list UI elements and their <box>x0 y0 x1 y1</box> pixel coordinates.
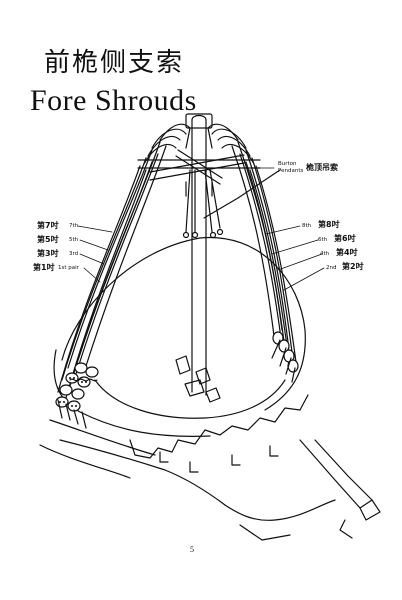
deck-outline <box>39 236 381 541</box>
right-label-8-en: 8th <box>302 223 312 229</box>
burton-pendants-label-cn: 桅顶吊索 <box>306 163 338 172</box>
right-label-8-cn: 第8吋 <box>318 220 340 229</box>
left-label-1-en: 1st pair <box>58 265 79 271</box>
left-label-3-en: 3rd <box>69 251 79 257</box>
right-label-2-en: 2nd <box>326 265 337 271</box>
shroud-eyes <box>143 123 255 165</box>
burton-pendants-label-en-1: Burton <box>278 161 297 167</box>
left-label-5-cn: 第5吋 <box>37 235 59 244</box>
leader-lines <box>77 167 325 291</box>
right-label-2-cn: 第2吋 <box>342 262 364 271</box>
title-english: Fore Shrouds <box>30 84 197 117</box>
left-label-5-en: 5th <box>69 237 79 243</box>
right-label-4-cn: 第4吋 <box>336 248 358 257</box>
burton-pendants-label-en-2: Pendants <box>278 168 304 174</box>
left-label-3-cn: 第3吋 <box>37 249 59 258</box>
port-shrouds <box>55 141 167 429</box>
left-label-1-cn: 第1吋 <box>33 263 55 272</box>
left-label-7-en: 7th <box>69 223 79 229</box>
left-label-7-cn: 第7吋 <box>37 221 59 230</box>
starboard-shrouds <box>231 141 299 383</box>
title-chinese: 前桅侧支索 <box>44 48 185 78</box>
right-label-6-cn: 第6吋 <box>334 234 356 243</box>
foremast <box>137 113 261 396</box>
right-label-6-en: 6th <box>318 237 328 243</box>
right-label-4-en: 4th <box>320 251 330 257</box>
burton-pendants <box>182 169 281 239</box>
page-number: 5 <box>190 545 194 554</box>
